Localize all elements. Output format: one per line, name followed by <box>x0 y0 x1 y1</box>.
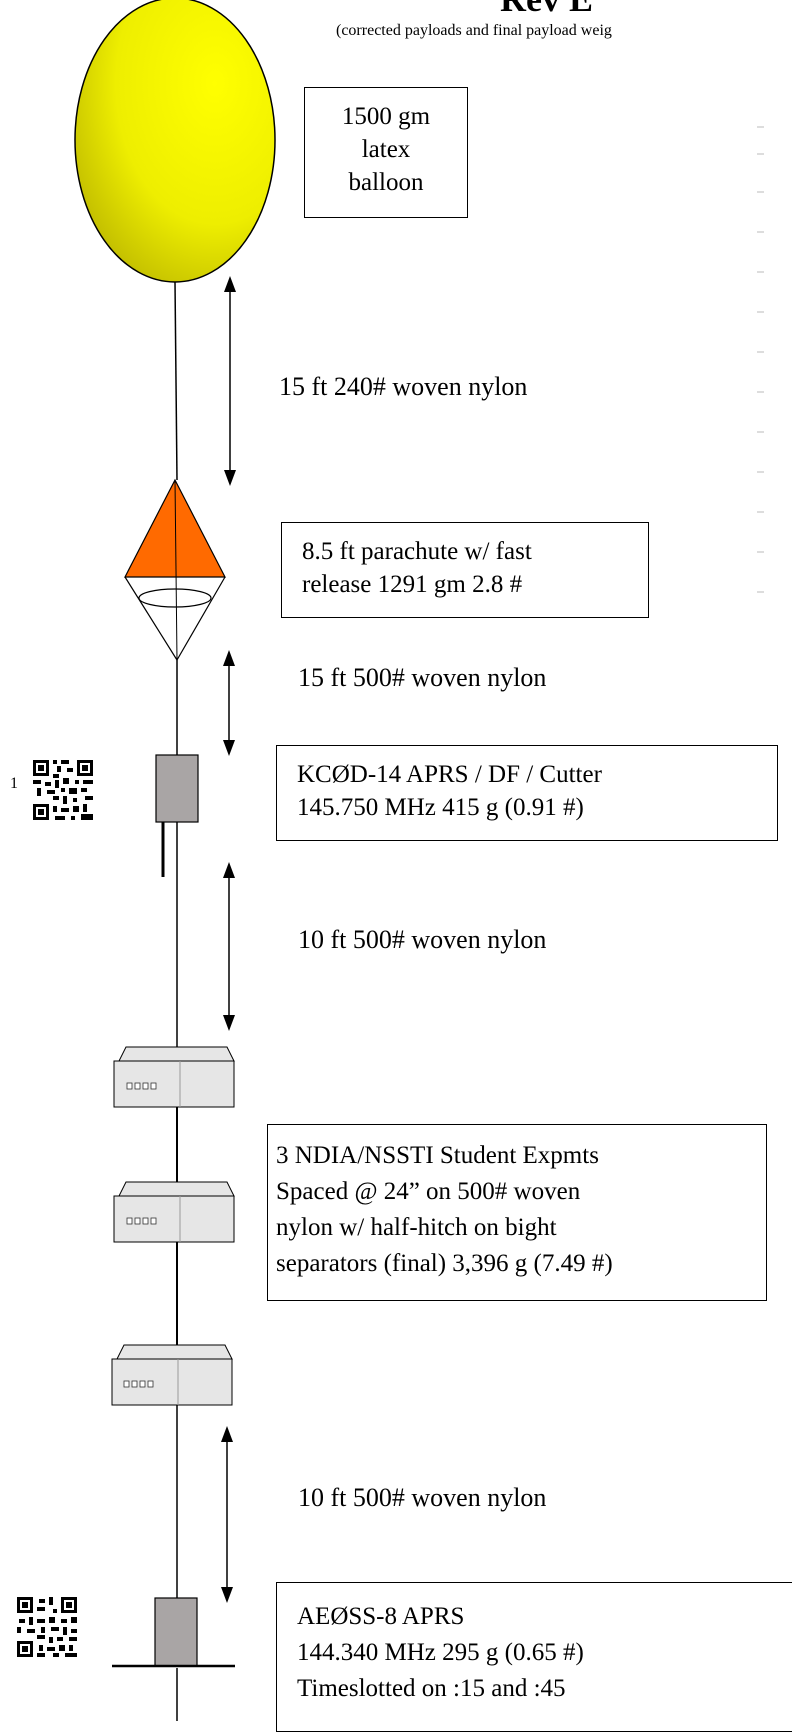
kcod-label-box: KCØD-14 APRS / DF / Cutter 145.750 MHz 4… <box>276 745 778 841</box>
experiment-box-2 <box>113 1181 235 1243</box>
tether-label-1: 15 ft 240# woven nylon <box>279 372 528 401</box>
tether-label-2: 15 ft 500# woven nylon <box>298 663 547 692</box>
parachute-label-box: 8.5 ft parachute w/ fast release 1291 gm… <box>281 522 649 618</box>
ndia-label-box: 3 NDIA/NSSTI Student Expmts Spaced @ 24”… <box>267 1124 767 1301</box>
kcod-label-line: 145.750 MHz 415 g (0.91 #) <box>297 794 584 821</box>
qr-code-icon <box>33 760 93 820</box>
aeoss-label-line: AEØSS-8 APRS <box>297 1603 465 1630</box>
parachute-label-line: 8.5 ft parachute w/ fast <box>302 538 532 565</box>
balloon-label-box: 1500 gm latex balloon <box>304 87 468 218</box>
page-subtitle: (corrected payloads and final payload we… <box>336 22 612 39</box>
balloon-label-line: latex <box>361 136 411 163</box>
arrow-head-down <box>224 470 236 486</box>
aeoss-label-line: Timeslotted on :15 and :45 <box>297 1675 566 1702</box>
arrow-head-up <box>221 1426 233 1442</box>
parachute-label-line: release 1291 gm 2.8 # <box>302 571 523 598</box>
arrow-head-down <box>223 740 235 756</box>
footnote-marker: 1 <box>10 775 18 792</box>
parachute-shroud <box>124 576 178 661</box>
ndia-label-line: nylon w/ half-hitch on bight <box>276 1214 557 1241</box>
parachute-shroud <box>174 479 178 661</box>
balloon-label-line: balloon <box>348 169 424 196</box>
arrow-head-down <box>223 1015 235 1031</box>
kcod-payload-box <box>155 754 199 823</box>
experiment-box-1 <box>113 1046 235 1108</box>
qr-code-icon <box>17 1597 77 1657</box>
parachute-ring <box>138 588 212 608</box>
arrow-head-up <box>224 276 236 292</box>
ndia-label-line: separators (final) 3,396 g (7.49 #) <box>276 1250 613 1277</box>
tether-label-4: 10 ft 500# woven nylon <box>298 1483 547 1512</box>
aeoss-label-box: AEØSS-8 APRS 144.340 MHz 295 g (0.65 #) … <box>276 1582 792 1732</box>
balloon-label-line: 1500 gm <box>341 103 431 130</box>
tether-label-3: 10 ft 500# woven nylon <box>298 925 547 954</box>
arrow-head-up <box>223 650 235 666</box>
ndia-label-line: Spaced @ 24” on 500# woven <box>276 1178 581 1205</box>
aeoss-label-line: 144.340 MHz 295 g (0.65 #) <box>297 1639 584 1666</box>
parachute-shroud <box>176 576 226 661</box>
parachute-canopy <box>124 478 226 578</box>
balloon <box>74 0 276 283</box>
kcod-label-line: KCØD-14 APRS / DF / Cutter <box>297 761 602 788</box>
aeoss-payload-box <box>154 1597 198 1667</box>
page-title: Rev E <box>500 0 593 20</box>
arrow-head-down <box>221 1587 233 1603</box>
tether-line <box>174 281 178 481</box>
experiment-box-3 <box>111 1344 233 1406</box>
ndia-label-line: 3 NDIA/NSSTI Student Expmts <box>276 1142 599 1169</box>
arrow-head-up <box>223 862 235 878</box>
margin-marks <box>757 126 764 593</box>
